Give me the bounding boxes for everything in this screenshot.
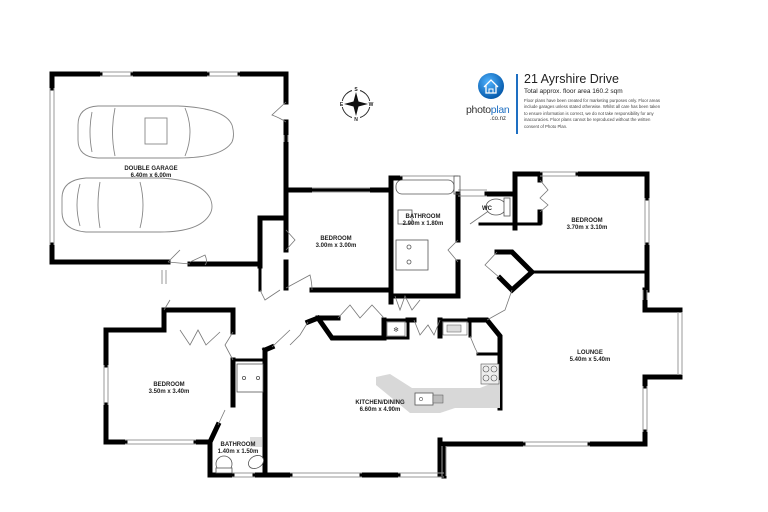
room-dimensions: 1.40m x 1.50m [217,449,259,455]
floor-area: Total approx. floor area 160.2 sqm [524,88,623,95]
car-icons [61,105,234,233]
room-name: KITCHEN/DINING [355,400,405,406]
room-name: WC [482,206,492,212]
plan-header: photoplan .co.nz 21 Ayrshire Drive Total… [466,68,666,142]
logo-text-main: photo [466,104,491,116]
room-dimensions: 6.40m x 6.00m [130,173,172,179]
room-label-bedroom-1: BEDROOM 3.50m x 3.40m [149,382,190,396]
room-name: BEDROOM [153,382,185,388]
room-dimensions: 5.40m x 5.40m [569,357,611,363]
room-label-bathroom-main: BATHROOM 2.90m x 1.80m [403,214,444,228]
kitchen-counter: ❄ [376,321,500,413]
room-label-wc: WC [482,206,492,213]
logo-text-accent: plan [490,104,510,116]
room-name: DOUBLE GARAGE [124,166,178,172]
property-address: 21 Ayrshire Drive [524,72,619,86]
room-dimensions: 3.50m x 3.40m [148,389,190,395]
room-name: LOUNGE [577,350,603,356]
logo-wordmark: photoplan [466,104,510,116]
windows [49,71,683,478]
bathroom-fixtures [215,175,511,474]
photoplan-logo: photoplan .co.nz [466,68,524,138]
cooktop-icon [480,363,500,385]
room-name: BATHROOM [220,442,256,448]
room-label-double-garage: DOUBLE GARAGE 6.40m x 6.00m [124,166,177,180]
compass-right-label: W [369,102,374,108]
svg-text:❄: ❄ [393,326,399,334]
basin-icon [248,455,264,469]
shower-icon [395,239,429,271]
logo-domain: .co.nz [490,116,507,122]
disclaimer-text: Floor plans have been created for market… [524,98,661,129]
car-bottom-icon [61,177,213,233]
room-label-bedroom-2: BEDROOM 3.00m x 3.00m [316,236,357,250]
compass-bottom-label: N [354,117,358,123]
doors [163,101,549,426]
room-dimensions: 2.90m x 1.80m [402,221,444,227]
room-label-bedroom-3: BEDROOM 3.70m x 3.10m [567,218,608,232]
bathtub-icon [395,179,455,195]
compass-rose-icon: S N E W [339,86,374,123]
room-dimensions: 6.60m x 4.90m [359,407,401,413]
room-name: BATHROOM [405,214,441,220]
sink-icon [414,392,434,406]
room-dimensions: 3.00m x 3.00m [315,243,357,249]
room-name: BEDROOM [320,236,352,242]
room-dimensions: 3.70m x 3.10m [566,225,608,231]
fridge-icon [386,321,406,337]
room-label-bathroom-ensuite: BATHROOM 1.40m x 1.50m [218,442,259,456]
room-label-lounge: LOUNGE 5.40m x 5.40m [570,350,611,364]
walls [49,71,683,479]
header-divider [516,74,518,134]
compass-top-label: S [354,87,358,93]
room-name: BEDROOM [571,218,603,224]
compass-left-label: E [340,102,344,108]
car-top-icon [77,105,234,159]
house-icon [478,73,504,99]
vanity-icon [397,209,413,225]
room-label-kitchen-dining: KITCHEN/DINING 6.60m x 4.90m [355,400,404,414]
